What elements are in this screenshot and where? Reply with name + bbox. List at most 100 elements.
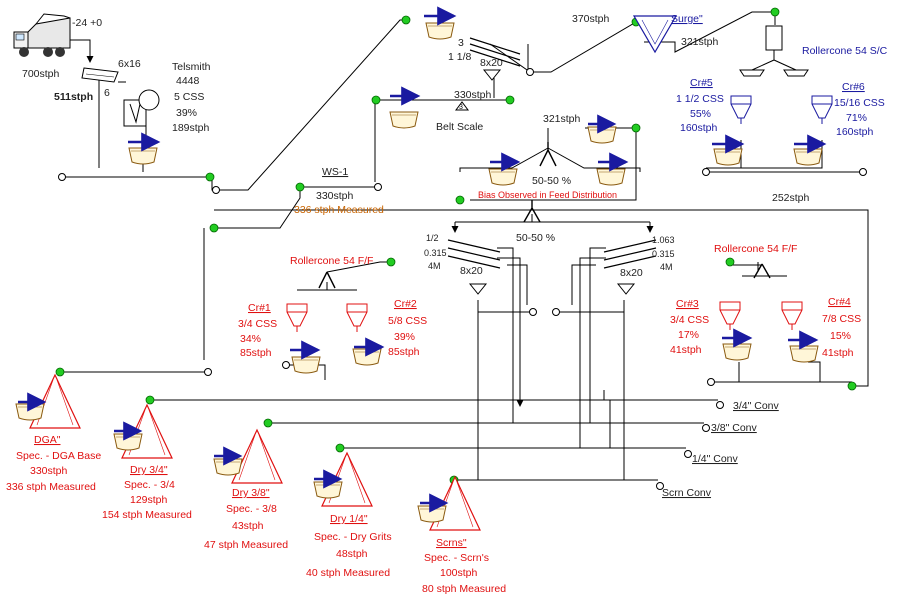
cr5-css: 1 1/2 CSS <box>676 93 724 105</box>
cr6-name: Cr#6 <box>842 81 865 93</box>
screen-left-deck3: 4M <box>428 261 441 271</box>
cr1-name: Cr#1 <box>248 302 271 314</box>
jaw-name: Telsmith <box>172 61 211 73</box>
stockpile-icon-dry38 <box>213 429 283 484</box>
cr2-css: 5/8 CSS <box>388 315 427 327</box>
split-bins <box>488 152 629 186</box>
grizzly-over-rate: 511stph <box>54 91 93 103</box>
cr6-rate: 160stph <box>836 126 874 138</box>
stockpile-icon-dry34 <box>113 404 173 459</box>
grizzly-under: 6 <box>104 87 110 99</box>
cone-crusher-icon-cr3-cr4 <box>719 301 803 331</box>
cr1-rate: 85stph <box>240 347 272 359</box>
ws1-measured: 336 stph Measured <box>294 204 384 216</box>
stockpile-icon-dry14 <box>313 452 373 507</box>
belt-scale-icon: 3 <box>390 86 469 111</box>
scrn-measured: 80 stph Measured <box>422 583 506 595</box>
d34-rate: 129stph <box>130 494 168 506</box>
feed-size: -24 +0 <box>72 17 102 29</box>
screen-left-deck1: 1/2 <box>426 233 439 243</box>
cr5-name: Cr#5 <box>690 77 713 89</box>
cr4-pct: 15% <box>830 330 851 342</box>
d38-rate: 43stph <box>232 520 264 532</box>
cr4-rate: 41stph <box>822 347 854 359</box>
cone-crusher-icon <box>730 95 833 125</box>
scrn-spec: Spec. - Scrn's <box>424 552 489 564</box>
d14-rate: 48stph <box>336 548 368 560</box>
ws1-name: WS-1 <box>322 166 348 178</box>
primary-deck-top: 3 <box>458 37 464 49</box>
d38-measured: 47 stph Measured <box>204 539 288 551</box>
splitter-icon <box>539 142 557 167</box>
sc-plant-name: Rollercone 54 S/C <box>802 45 888 57</box>
screen-right-deck3: 4M <box>660 262 673 272</box>
jaw-rate: 189stph <box>172 122 210 134</box>
jaw-pct: 39% <box>176 107 197 119</box>
ff-left-bins <box>290 337 385 374</box>
conv-14-label: 1/4" Conv <box>692 453 739 465</box>
primary-screen-size: 8x20 <box>480 57 503 69</box>
sc-feed-hopper <box>739 25 809 77</box>
cr1-pct: 34% <box>240 333 261 345</box>
d14-spec: Spec. - Dry Grits <box>314 531 392 543</box>
cr4-css: 7/8 CSS <box>822 313 861 325</box>
ff-right-splitter <box>753 263 771 279</box>
screen-left-size: 8x20 <box>460 265 483 277</box>
split-top-note: Bias Observed in Feed Distribution <box>478 190 617 200</box>
d38-spec: Spec. - 3/8 <box>226 503 277 515</box>
cr3-name: Cr#3 <box>676 298 699 310</box>
cr3-css: 3/4 CSS <box>670 314 709 326</box>
d34-name: Dry 3/4" <box>130 464 168 476</box>
cr3-pct: 17% <box>678 329 699 341</box>
cr5-rate: 160stph <box>680 122 718 134</box>
return-rate-2: 252stph <box>772 192 810 204</box>
d34-spec: Spec. - 3/4 <box>124 479 175 491</box>
split-mid-ratio: 50-50 % <box>516 232 555 244</box>
jaw-crusher-icon <box>123 89 160 127</box>
stockpile-icon-dga <box>15 374 81 429</box>
scrn-name: Scrns" <box>436 537 467 549</box>
cr4-name: Cr#4 <box>828 296 851 308</box>
jaw-model: 4448 <box>176 75 200 87</box>
cone-crusher-icon-cr1-cr2 <box>286 303 368 333</box>
return-rate: 321stph <box>543 113 581 125</box>
return-bin <box>587 114 617 144</box>
screen-right-deck2: 0.315 <box>652 249 675 259</box>
screen-left-icon <box>447 239 501 295</box>
screen-right-icon <box>603 239 657 295</box>
d38-name: Dry 3/8" <box>232 487 270 499</box>
d34-measured: 154 stph Measured <box>102 509 192 521</box>
conv-34-label: 3/4" Conv <box>733 400 780 412</box>
cr2-pct: 39% <box>394 331 415 343</box>
screen-right-deck1: 1.063 <box>652 235 675 245</box>
junction-nodes <box>55 7 867 490</box>
cr2-name: Cr#2 <box>394 298 417 310</box>
primary-conveyor-bin <box>424 6 457 40</box>
ws1-conveyor-bin <box>389 111 419 129</box>
jaw-css: 5 CSS <box>174 91 204 103</box>
cr5-pct: 55% <box>690 108 711 120</box>
scrn-rate: 100stph <box>440 567 478 579</box>
surge-name: Surge" <box>671 13 703 25</box>
d14-measured: 40 stph Measured <box>306 567 390 579</box>
svg-text:3: 3 <box>459 104 463 111</box>
ff-left-splitter <box>318 271 336 289</box>
truck-rate: 700stph <box>22 68 60 80</box>
belt-scale-rate: 330stph <box>454 89 492 101</box>
surge-rate: 321stph <box>681 36 719 48</box>
grizzly-feeder-icon <box>81 67 119 83</box>
split-top-ratio: 50-50 % <box>532 175 571 187</box>
cr3-rate: 41stph <box>670 344 702 356</box>
conv-scrn-label: Scrn Conv <box>662 487 712 499</box>
cr6-css: 15/16 CSS <box>834 97 885 109</box>
dga-rate: 330stph <box>30 465 68 477</box>
sc-discharge-bins <box>712 134 827 166</box>
dga-name: DGA" <box>34 434 61 446</box>
cr1-css: 3/4 CSS <box>238 318 277 330</box>
primary-deck-bottom: 1 1/8 <box>448 51 472 63</box>
ff-right-name: Rollercone 54 F/F <box>714 243 797 255</box>
grizzly-size: 6x16 <box>118 58 141 70</box>
jaw-conveyor-bin <box>128 132 161 165</box>
cr2-rate: 85stph <box>388 346 420 358</box>
